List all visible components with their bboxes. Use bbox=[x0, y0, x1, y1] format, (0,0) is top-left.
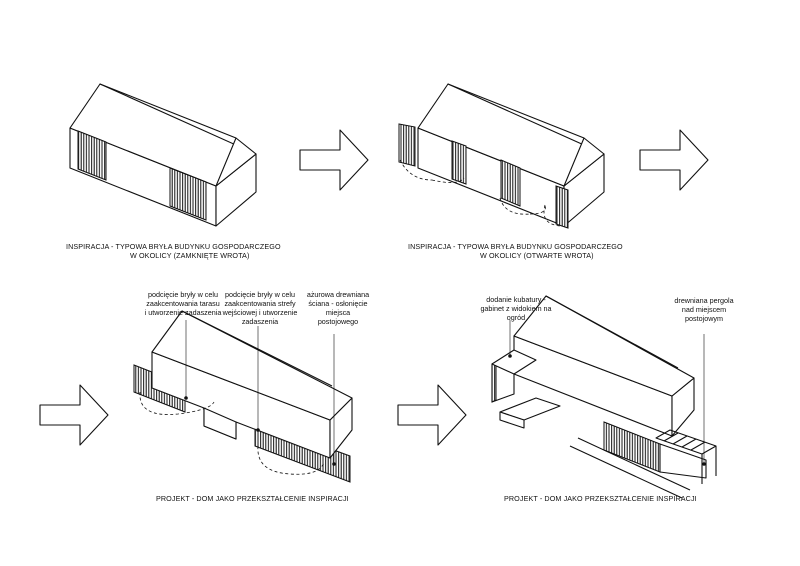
panel3-note-2: podcięcie bryły w celu zaakcentowania st… bbox=[222, 290, 298, 326]
svg-text:zadaszenia: zadaszenia bbox=[242, 317, 278, 326]
study-cladding bbox=[491, 361, 497, 403]
terrace-slab-edge bbox=[499, 411, 525, 429]
house-project-drawing bbox=[133, 310, 353, 483]
svg-text:drewniana pergola: drewniana pergola bbox=[674, 296, 733, 305]
open-gate-leaf bbox=[555, 185, 569, 229]
svg-text:podcięcie bryły w celu: podcięcie bryły w celu bbox=[225, 290, 295, 299]
svg-text:podcięcie bryły w celu: podcięcie bryły w celu bbox=[148, 290, 218, 299]
svg-text:miejsca: miejsca bbox=[326, 308, 350, 317]
open-gate-leaf bbox=[451, 140, 467, 185]
svg-text:gabinet z widokiem na: gabinet z widokiem na bbox=[480, 304, 551, 313]
parking-screen-wall bbox=[603, 421, 661, 473]
barn-closed-drawing bbox=[69, 83, 257, 227]
svg-text:ażurowa drewniana: ażurowa drewniana bbox=[307, 290, 369, 299]
svg-text:i utworzenie zadaszenia: i utworzenie zadaszenia bbox=[145, 308, 222, 317]
study-top bbox=[491, 349, 537, 375]
arrow-2 bbox=[639, 129, 709, 191]
barn-open-drawing bbox=[398, 83, 605, 229]
svg-text:postojowym: postojowym bbox=[685, 314, 723, 323]
svg-text:ściana - osłonięcie: ściana - osłonięcie bbox=[308, 299, 367, 308]
arrow-4 bbox=[397, 384, 467, 446]
closed-gate-left bbox=[77, 130, 107, 181]
svg-text:wejściowej i utworzenie: wejściowej i utworzenie bbox=[222, 308, 298, 317]
svg-text:zaakcentowania tarasu: zaakcentowania tarasu bbox=[146, 299, 220, 308]
svg-text:zaakcentowania strefy: zaakcentowania strefy bbox=[224, 299, 296, 308]
barn-gable-triangle bbox=[563, 137, 605, 187]
open-gate-leaf bbox=[398, 123, 416, 167]
open-gate-leaf bbox=[500, 159, 521, 207]
house-roof bbox=[513, 295, 695, 397]
svg-text:nad miejscem: nad miejscem bbox=[682, 305, 726, 314]
pergola-frame bbox=[655, 429, 717, 484]
panel4-caption: PROJEKT - DOM JAKO PRZEKSZTAŁCENIE INSPI… bbox=[504, 494, 697, 503]
panel3-note-1: podcięcie bryły w celu zaakcentowania ta… bbox=[145, 290, 222, 317]
house-roof bbox=[151, 310, 353, 421]
entrance-cut bbox=[203, 407, 237, 440]
barn-gable-triangle bbox=[215, 137, 257, 187]
panel4-note-2: drewniana pergola nad miejscem postojowy… bbox=[674, 296, 733, 323]
panel2-caption-line1: INSPIRACJA - TYPOWA BRYŁA BUDYNKU GOSPOD… bbox=[408, 242, 623, 251]
panel3-caption: PROJEKT - DOM JAKO PRZEKSZTAŁCENIE INSPI… bbox=[156, 494, 349, 503]
panel1-caption-line2: W OKOLICY (ZAMKNIĘTE WROTA) bbox=[130, 251, 249, 260]
closed-gate-right bbox=[169, 167, 207, 221]
svg-text:ogród: ogród bbox=[507, 313, 525, 322]
panel2-caption-line2: W OKOLICY (OTWARTE WROTA) bbox=[480, 251, 594, 260]
panel4-note-1: dodanie kubatury - gabinet z widokiem na… bbox=[480, 295, 551, 322]
house-final-drawing bbox=[491, 295, 717, 499]
panel3-note-3: ażurowa drewniana ściana - osłonięcie mi… bbox=[307, 290, 369, 326]
panel1-caption-line1: INSPIRACJA - TYPOWA BRYŁA BUDYNKU GOSPOD… bbox=[66, 242, 281, 251]
svg-text:dodanie kubatury -: dodanie kubatury - bbox=[486, 295, 546, 304]
arrow-1 bbox=[299, 129, 369, 191]
arrow-3 bbox=[39, 384, 109, 446]
pergola-base bbox=[659, 443, 707, 479]
svg-text:postojowego: postojowego bbox=[318, 317, 358, 326]
